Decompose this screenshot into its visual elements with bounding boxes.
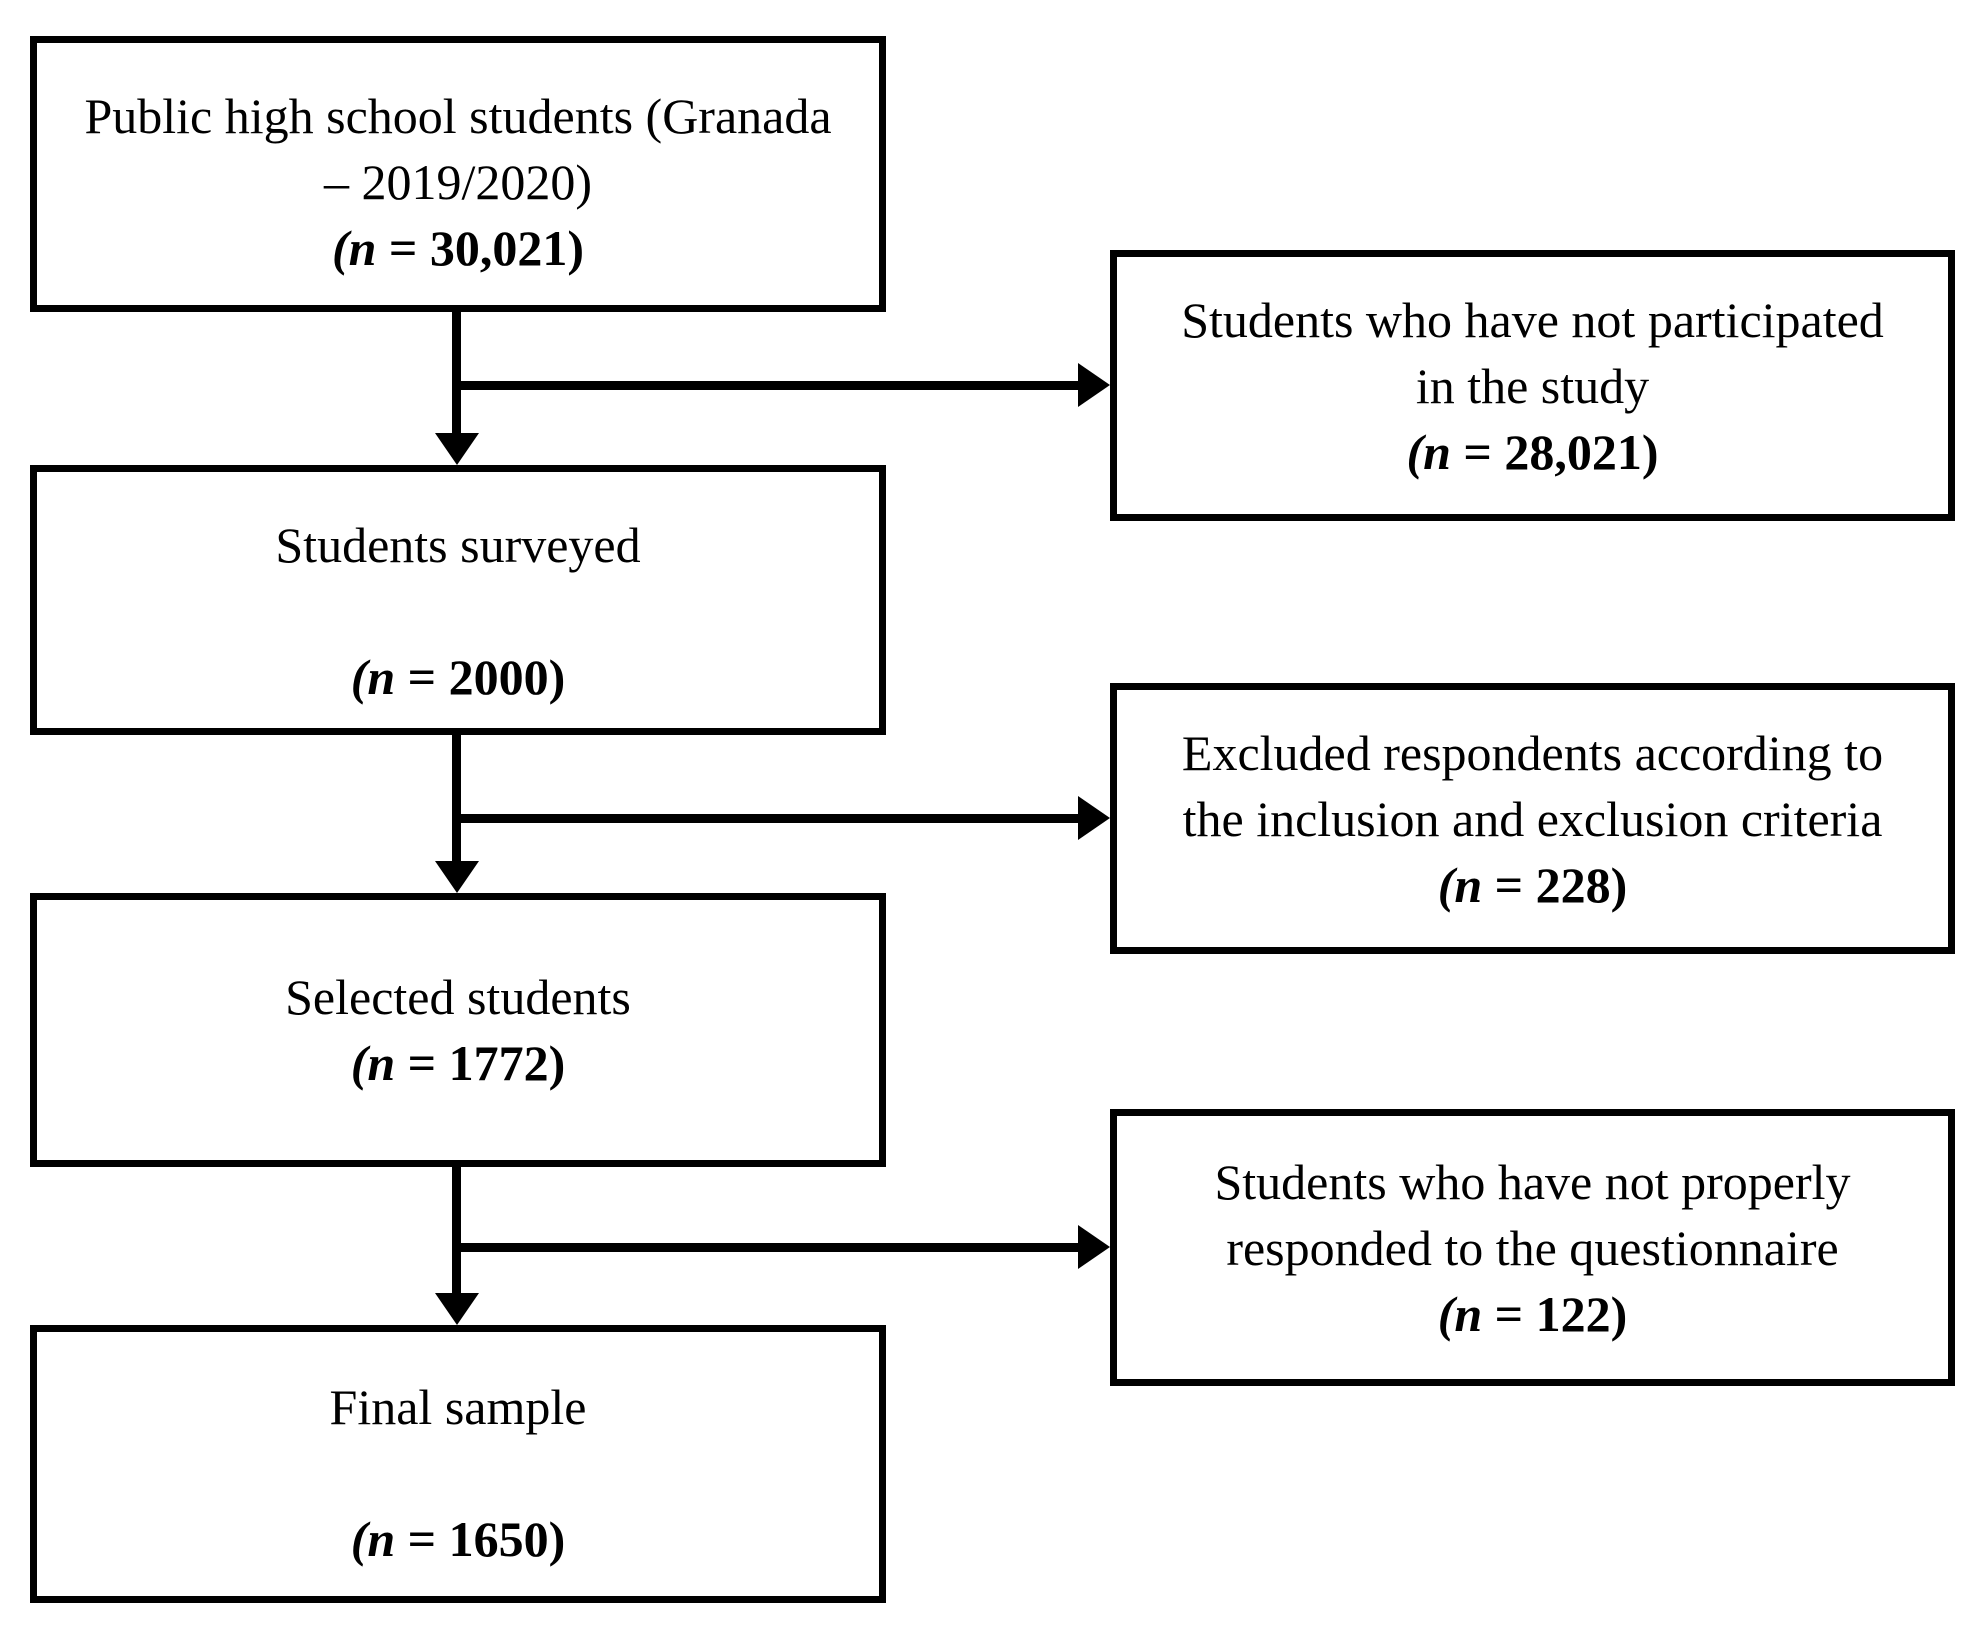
down-arrowhead-icon [435,861,479,893]
box-line: Selected students [285,969,631,1025]
down-arrow-2-line [452,735,461,861]
n-value: = 28,021) [1450,423,1659,480]
box-line: in the study [1415,357,1650,414]
down-arrowhead-icon [435,433,479,465]
box-line: responded to the questionnaire [1226,1219,1839,1276]
box-line: Public high school students (Granada [84,88,832,144]
box-final-sample: Final sample (n = 1650) [30,1325,886,1603]
sample-size: (n = 228) [1438,852,1628,918]
sample-size: (n = 30,021) [332,215,584,281]
n-value: = 228) [1482,856,1628,913]
n-symbol: (n [1406,423,1451,480]
n-value: = 2000) [395,649,566,705]
box-selected: Selected students (n = 1772) [30,893,886,1167]
sample-size: (n = 1772) [351,1030,566,1096]
box-line: Students who have not properly [1214,1153,1851,1210]
n-symbol: (n [1437,1285,1483,1342]
n-value: = 1650) [395,1511,566,1567]
box-population: Public high school students (Granada – 2… [30,36,886,312]
branch-arrow-1-line [452,381,1078,390]
box-line: – 2019/2020) [323,154,593,210]
box-line: Students surveyed [275,517,641,573]
right-arrowhead-icon [1078,796,1110,840]
n-value: = 30,021) [376,220,585,276]
sample-size: (n = 2000) [351,644,566,710]
box-line: the inclusion and exclusion criteria [1182,790,1883,847]
sample-size: (n = 1650) [351,1506,566,1572]
box-not-responded: Students who have not properly responded… [1110,1109,1955,1386]
box-excluded: Excluded respondents according to the in… [1110,683,1955,954]
box-line: Excluded respondents according to [1181,724,1884,781]
box-surveyed: Students surveyed (n = 2000) [30,465,886,735]
right-arrowhead-icon [1078,1225,1110,1269]
n-symbol: (n [350,649,396,705]
n-value: = 122) [1482,1285,1628,1342]
down-arrow-3-line [452,1167,461,1293]
sample-size: (n = 122) [1438,1281,1628,1347]
n-symbol: (n [350,1511,396,1567]
box-line: Students who have not participated [1181,291,1884,348]
branch-arrow-3-line [452,1243,1078,1252]
sample-size: (n = 28,021) [1406,419,1658,485]
n-value: = 1772) [395,1035,566,1091]
box-not-participated: Students who have not participated in th… [1110,250,1955,521]
n-symbol: (n [1437,856,1483,913]
box-line: Final sample [329,1379,587,1435]
n-symbol: (n [350,1035,396,1091]
right-arrowhead-icon [1078,363,1110,407]
down-arrowhead-icon [435,1293,479,1325]
down-arrow-1-line [452,312,461,433]
branch-arrow-2-line [452,814,1078,823]
n-symbol: (n [331,220,377,276]
